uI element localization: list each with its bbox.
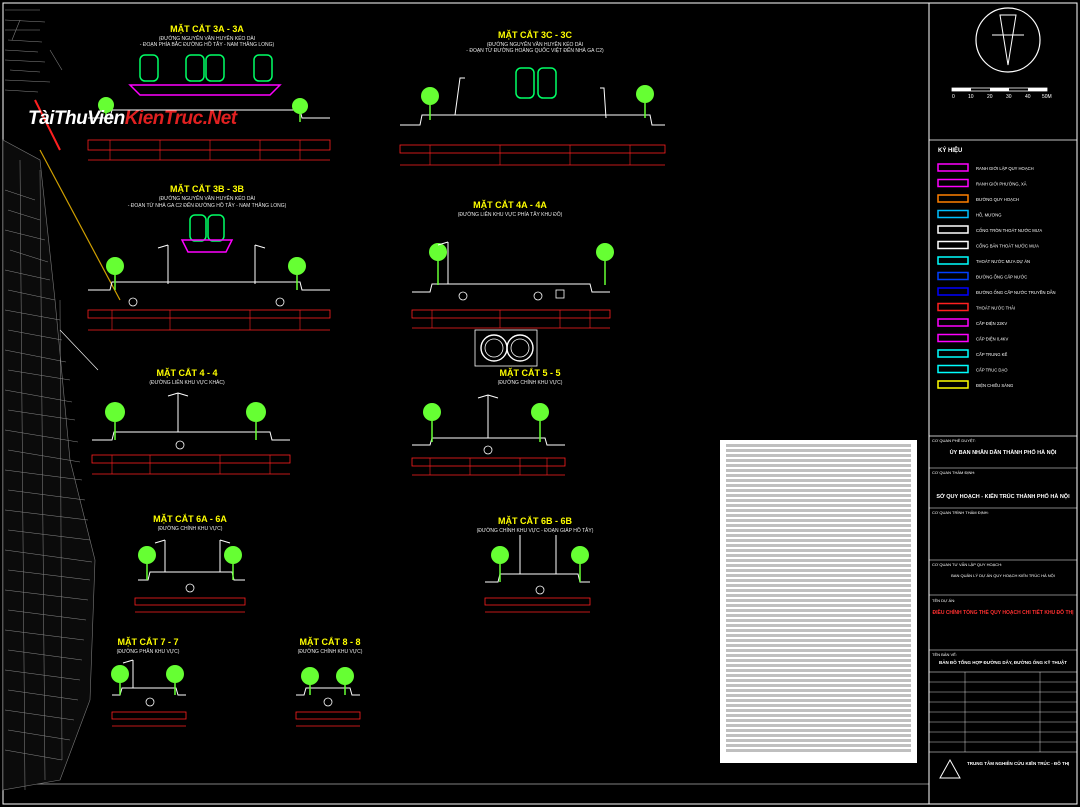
section-3b-title: MẶT CẮT 3B - 3B (170, 184, 245, 194)
notes-body (720, 440, 917, 756)
drawing-label: TÊN BẢN VẼ: (932, 652, 957, 657)
section-3a: MẶT CẮT 3A - 3A (ĐƯỜNG NGUYỄN VĂN HUYÊN … (87, 24, 331, 161)
legend-swatch (937, 349, 969, 358)
project-label: TÊN DỰ ÁN: (932, 598, 955, 603)
legend-label: HỒ, MƯƠNG (976, 213, 1002, 218)
legend-label: CỐNG TRÒN THOÁT NƯỚC MƯA (976, 228, 1042, 233)
general-notes-panel (720, 440, 917, 763)
approver-label: CƠ QUAN PHÊ DUYỆT: (932, 438, 976, 443)
watermark-part-a: ThuVien (53, 108, 125, 129)
scale-tick-30: 30 (1006, 94, 1012, 100)
legend-label: CẤP TRUC DẠO (976, 368, 1008, 373)
section-3b: MẶT CẮT 3B - 3B (ĐƯỜNG NGUYỄN VĂN HUYÊN … (87, 184, 331, 331)
scale-tick-20: 20 (987, 94, 993, 100)
section-88: MẶT CẮT 8 - 8 (ĐƯỜNG CHÍNH KHU VỰC) (295, 637, 363, 727)
section-44-sub1: (ĐƯỜNG LIÊN KHU VỰC KHÁC) (149, 378, 225, 386)
section-6a-sub1: (ĐƯỜNG CHÍNH KHU VỰC) (158, 525, 223, 532)
section-3b-sub2: - ĐOẠN TỪ NHÀ GA C2 ĐẾN ĐƯỜNG HỒ TÂY - N… (128, 202, 287, 209)
section-77-title: MẶT CẮT 7 - 7 (117, 637, 178, 647)
legend-label: ĐƯỜNG ỐNG CẤP NƯỚC (976, 275, 1027, 280)
section-77: MẶT CẮT 7 - 7 (ĐƯỜNG PHÂN KHU VỰC) (111, 637, 187, 727)
site-map-fragment (2, 9, 121, 791)
section-3b-sub1: (ĐƯỜNG NGUYỄN VĂN HUYÊN KÉO DÀI (159, 194, 255, 202)
section-55-title: MẶT CẮT 5 - 5 (499, 368, 560, 378)
section-6a: MẶT CẮT 6A - 6A (ĐƯỜNG CHÍNH KHU VỰC) (134, 514, 246, 613)
section-3c-title: MẶT CẮT 3C - 3C (498, 30, 573, 40)
section-3a-sub2: - ĐOẠN PHÍA BẮC ĐƯỜNG HỒ TÂY - NAM THĂNG… (140, 40, 275, 48)
trees (98, 85, 654, 685)
scale-bar: 0 10 20 30 40 50M (951, 87, 1052, 100)
dimension-lines (109, 140, 631, 475)
section-44-title: MẶT CẮT 4 - 4 (156, 368, 217, 378)
legend-swatch (937, 364, 969, 374)
section-3a-sub1: (ĐƯỜNG NGUYỄN VĂN HUYÊN KÉO DÀI (159, 34, 255, 42)
project-value: ĐIỀU CHỈNH TỔNG THỂ QUY HOẠCH CHI TIẾT K… (932, 608, 1074, 616)
section-4a-title: MẶT CẮT 4A - 4A (473, 200, 547, 210)
culvert-detail (474, 329, 538, 367)
watermark-prefix: Tài (28, 108, 54, 129)
legend-swatch (937, 163, 969, 172)
legend-swatch (937, 194, 969, 203)
section-3a-train (128, 54, 282, 96)
section-88-sub1: (ĐƯỜNG CHÍNH KHU VỰC) (298, 648, 363, 655)
section-6b-sub1: (ĐƯỜNG CHÍNH KHU VỰC - ĐOẠN GIÁP HỒ TÂY) (477, 527, 594, 534)
section-77-sub1: (ĐƯỜNG PHÂN KHU VỰC) (117, 648, 180, 655)
org-name: TRUNG TÂM NGHIÊN CỨU KIẾN TRÚC - ĐÔ THỊ (967, 759, 1069, 766)
watermark: TàiThuVienKienTruc.Net (28, 108, 237, 130)
approver-value: ỦY BAN NHÂN DÂN THÀNH PHỐ HÀ NỘI (950, 448, 1057, 456)
legend-title: KÝ HIỆU (938, 146, 962, 154)
legend-label: CỐNG BẢN THOÁT NƯỚC MƯA (976, 244, 1039, 249)
section-3c: MẶT CẮT 3C - 3C (ĐƯỜNG NGUYỄN VĂN HUYÊN … (399, 30, 666, 166)
appraiser-value: SỞ QUY HOẠCH - KIẾN TRÚC THÀNH PHỐ HÀ NỘ… (936, 492, 1070, 500)
legend-swatch (937, 380, 969, 389)
submitter-label: CƠ QUAN TRÌNH THẨM ĐỊNH: (932, 510, 989, 515)
section-3c-sub2: - ĐOẠN TỪ ĐƯỜNG HOÀNG QUỐC VIỆT ĐẾN NHÀ … (466, 46, 604, 54)
legend-swatch (937, 178, 969, 188)
legend-swatch (937, 318, 969, 327)
scale-tick-10: 10 (968, 94, 974, 100)
section-6b: MẶT CẮT 6B - 6B (ĐƯỜNG CHÍNH KHU VỰC - Đ… (477, 516, 594, 613)
section-55-sub1: (ĐƯỜNG CHÍNH KHU VỰC) (498, 379, 563, 386)
street-lights (122, 241, 557, 688)
legend-label: THOÁT NƯỚC THẢI (976, 306, 1015, 311)
legend-label: RANH GIỚI PHƯỜNG, XÃ (976, 182, 1027, 187)
section-6a-title: MẶT CẮT 6A - 6A (153, 514, 227, 524)
legend-swatch (937, 256, 969, 265)
scale-unit: 50M (1042, 94, 1052, 100)
legend-swatch (937, 225, 969, 234)
section-3c-sub1: (ĐƯỜNG NGUYỄN VĂN HUYÊN KÉO DÀI (487, 40, 583, 48)
legend-swatch (937, 287, 969, 296)
scale-tick-40: 40 (1025, 94, 1031, 100)
section-88-title: MẶT CẮT 8 - 8 (299, 637, 360, 647)
drawing-value: BẢN ĐỒ TỔNG HỢP ĐƯỜNG DÂY, ĐƯỜNG ỐNG KỸ … (939, 658, 1067, 665)
legend-label: ĐIỆN CHIẾU SÁNG (976, 383, 1013, 388)
watermark-part-b: KienTruc.Net (124, 108, 237, 129)
section-6b-title: MẶT CẮT 6B - 6B (498, 516, 573, 526)
north-arrow (975, 7, 1041, 73)
org-logo-icon (939, 758, 961, 779)
section-4a: MẶT CẮT 4A - 4A (ĐƯỜNG LIÊN KHU VỰC PHÍA… (411, 200, 611, 329)
consultant-label: CƠ QUAN TƯ VẤN LẬP QUY HOẠCH: (932, 562, 1002, 567)
legend-label: THOÁT NƯỚC MƯA DỰ ÁN (976, 259, 1030, 264)
legend-swatch (937, 271, 969, 281)
title-block: CƠ QUAN PHÊ DUYỆT: ỦY BAN NHÂN DÂN THÀNH… (929, 435, 1077, 779)
legend-label: ĐƯỜNG QUY HOẠCH (976, 197, 1019, 202)
legend-label: CẤP ĐIỆN 0,4KV (976, 337, 1008, 342)
legend-label: RANH GIỚI LẬP QUY HOẠCH (976, 166, 1034, 171)
legend-swatch (937, 333, 969, 343)
scale-tick-0: 0 (952, 94, 955, 100)
legend-label: CẤP TRUNG KẾ (976, 352, 1007, 357)
legend-swatch (937, 209, 969, 219)
legend-label: ĐƯỜNG ỐNG CẤP NƯỚC TRUYỀN DẪN (976, 290, 1056, 295)
section-44: MẶT CẮT 4 - 4 (ĐƯỜNG LIÊN KHU VỰC KHÁC) (91, 368, 291, 475)
legend-swatch (937, 302, 969, 312)
consultant-value: BAN QUẢN LÝ DỰ ÁN QUY HOẠCH KIẾN TRÚC HÀ… (951, 573, 1055, 578)
legend-swatch (937, 240, 969, 250)
appraiser-label: CƠ QUAN THẨM ĐỊNH: (932, 470, 975, 475)
section-4a-sub1: (ĐƯỜNG LIÊN KHU VỰC PHÍA TÂY KHU ĐÔ) (458, 210, 563, 218)
legend-list: RANH GIỚI LẬP QUY HOẠCH RANH GIỚI PHƯỜNG,… (937, 163, 1056, 389)
section-3a-title: MẶT CẮT 3A - 3A (170, 24, 244, 34)
legend-label: CẤP ĐIỆN 22KV (976, 321, 1007, 326)
